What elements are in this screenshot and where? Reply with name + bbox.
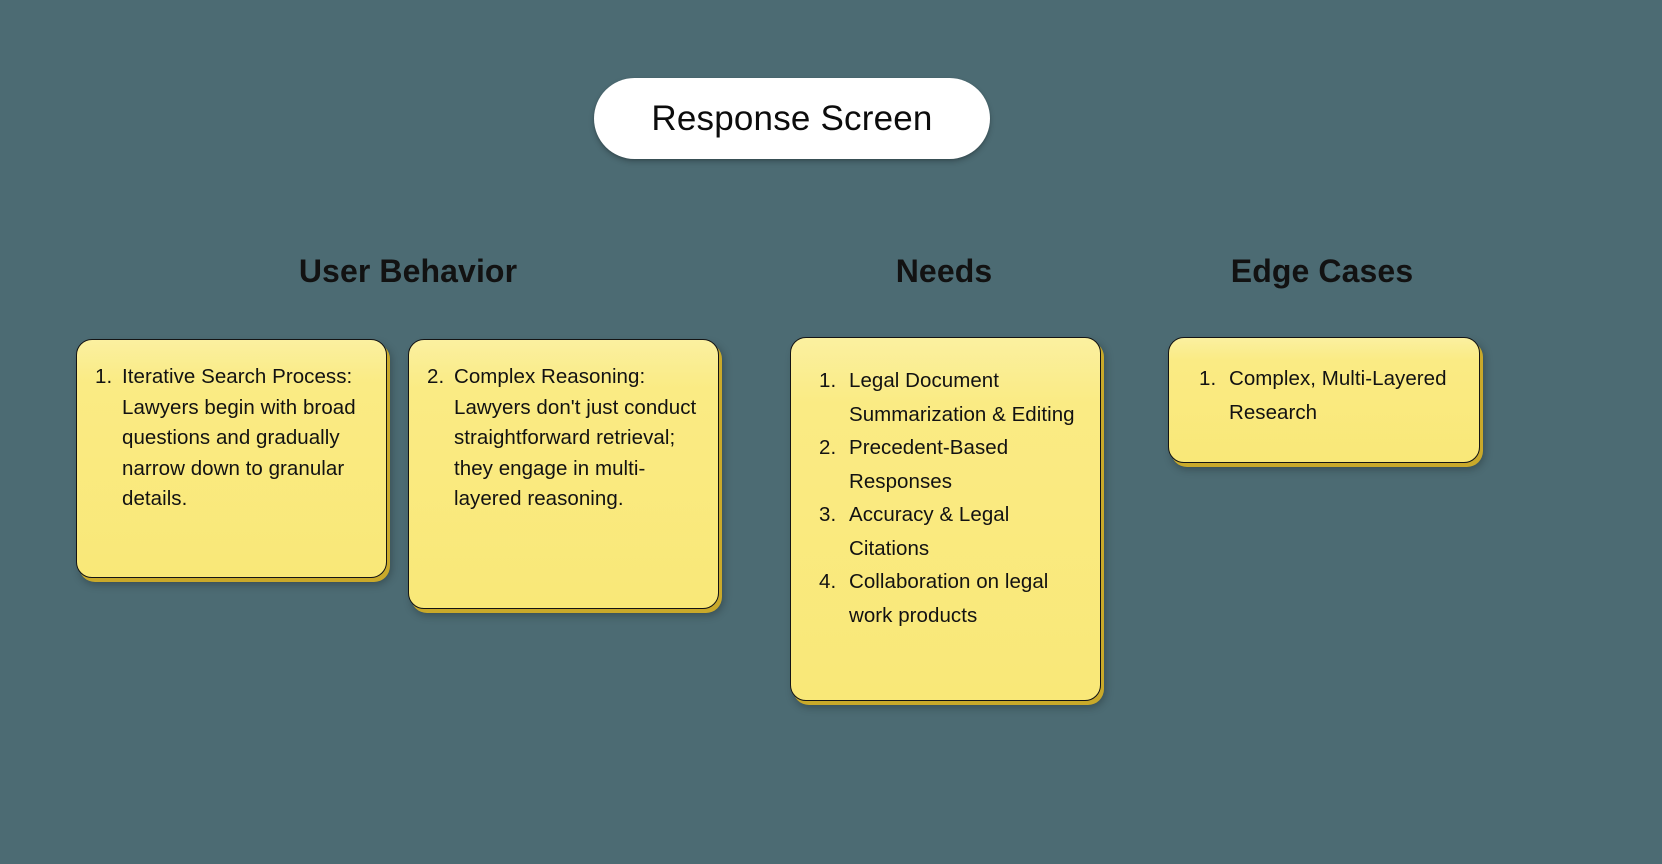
list-marker: 1. xyxy=(819,369,837,392)
column-heading-needs: Needs xyxy=(895,253,993,289)
list-item: 1. Legal Document Summarization & Editin… xyxy=(819,364,1080,431)
list-item-text: Legal Document Summarization & Editing xyxy=(849,369,1075,426)
note-list: 1. Iterative Search Process: Lawyers beg… xyxy=(95,362,366,515)
note-list: 2. Complex Reasoning: Lawyers don't just… xyxy=(427,362,698,515)
list-marker: 2. xyxy=(427,365,445,388)
column-heading-user-behavior: User Behavior xyxy=(298,253,518,289)
list-item-text: Complex, Multi-Layered Research xyxy=(1229,367,1447,424)
list-item-text: Complex Reasoning: Lawyers don't just co… xyxy=(454,365,697,510)
list-marker: 1. xyxy=(1199,367,1217,390)
list-item: 3. Accuracy & Legal Citations xyxy=(819,498,1080,565)
sticky-note-behavior-1[interactable]: 1. Iterative Search Process: Lawyers beg… xyxy=(76,339,387,578)
list-marker: 3. xyxy=(819,503,837,526)
sticky-note-behavior-2[interactable]: 2. Complex Reasoning: Lawyers don't just… xyxy=(408,339,719,609)
list-marker: 2. xyxy=(819,436,837,459)
list-item: 4. Collaboration on legal work products xyxy=(819,565,1080,632)
list-item: 2. Precedent-Based Responses xyxy=(819,431,1080,498)
list-marker: 4. xyxy=(819,570,837,593)
note-list: 1. Legal Document Summarization & Editin… xyxy=(819,364,1080,632)
list-item-text: Collaboration on legal work products xyxy=(849,570,1049,627)
list-item: 1. Complex, Multi-Layered Research xyxy=(1199,362,1459,429)
list-item-text: Iterative Search Process: Lawyers begin … xyxy=(122,365,356,510)
screen-title-label: Response Screen xyxy=(651,98,933,138)
list-item: 1. Iterative Search Process: Lawyers beg… xyxy=(95,362,366,515)
list-item-text: Precedent-Based Responses xyxy=(849,436,1009,493)
screen-title-pill[interactable]: Response Screen xyxy=(594,78,990,159)
note-list: 1. Complex, Multi-Layered Research xyxy=(1199,362,1459,429)
list-item: 2. Complex Reasoning: Lawyers don't just… xyxy=(427,362,698,515)
sticky-note-needs-1[interactable]: 1. Legal Document Summarization & Editin… xyxy=(790,337,1101,701)
list-marker: 1. xyxy=(95,365,113,388)
sticky-note-edge-1[interactable]: 1. Complex, Multi-Layered Research xyxy=(1168,337,1480,463)
list-item-text: Accuracy & Legal Citations xyxy=(849,503,1010,560)
column-heading-edge-cases: Edge Cases xyxy=(1230,253,1414,289)
